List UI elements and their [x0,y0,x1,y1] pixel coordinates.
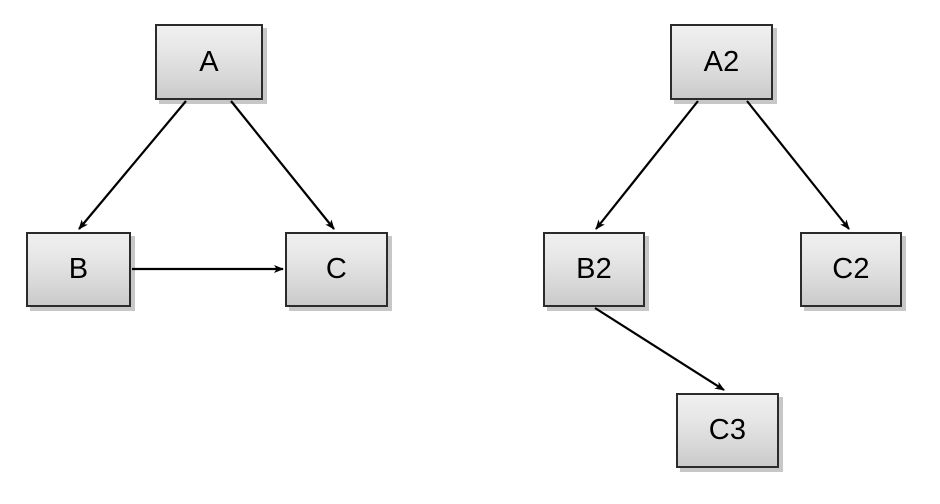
edge-a2-to-c2 [746,100,850,230]
node-b[interactable]: B [26,232,131,307]
node-c[interactable]: C [285,232,388,307]
edge-a-to-c [230,100,335,230]
edge-a-to-b [78,100,187,230]
node-c2[interactable]: C2 [800,232,902,307]
node-label-c2: C2 [832,253,870,285]
node-a2[interactable]: A2 [670,24,773,100]
node-label-a2: A2 [703,45,740,78]
node-a[interactable]: A [155,24,263,100]
node-label-c: C [325,253,348,285]
node-label-a: A [199,45,219,78]
edge-a2-to-b2 [595,100,699,230]
node-label-b: B [68,253,89,285]
node-b2[interactable]: B2 [543,232,645,307]
node-label-c3: C3 [708,414,747,446]
edge-b2-to-c3 [594,307,725,391]
node-label-b2: B2 [576,253,612,285]
node-c3[interactable]: C3 [676,393,779,468]
